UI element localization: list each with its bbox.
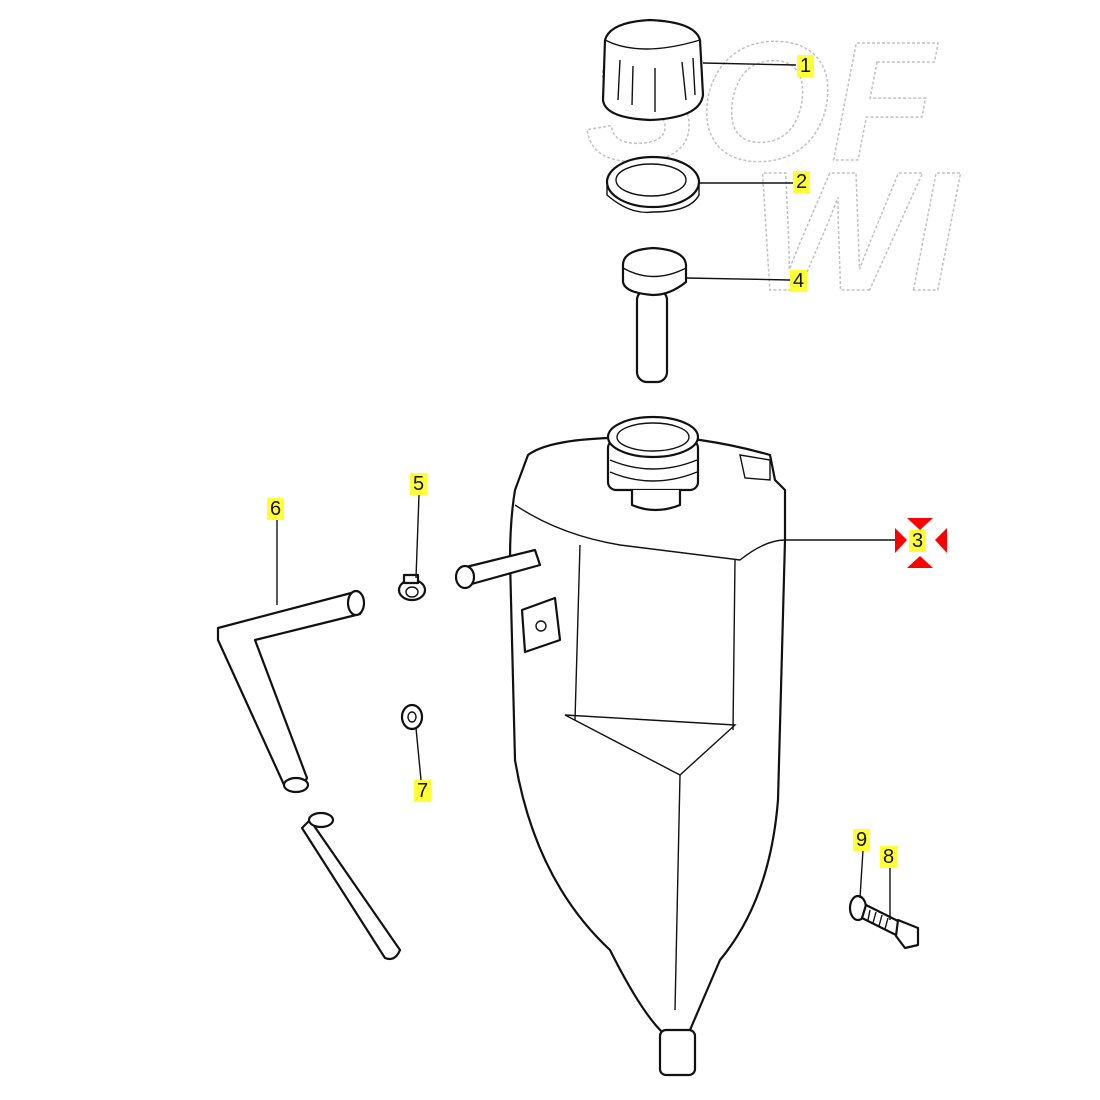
callout-9[interactable]: 9 xyxy=(853,829,871,851)
callout-8[interactable]: 8 xyxy=(880,846,898,868)
part-7-washer[interactable] xyxy=(400,703,424,731)
callout-7[interactable]: 7 xyxy=(414,780,432,802)
part-6-hose[interactable] xyxy=(216,589,402,961)
part-1-cap[interactable] xyxy=(601,18,705,122)
part-5-hose-clamp[interactable] xyxy=(397,573,427,602)
leader-lines xyxy=(276,62,898,920)
callout-1[interactable]: 1 xyxy=(797,55,815,77)
part-4-filter-plug[interactable] xyxy=(621,246,688,384)
callout-4[interactable]: 4 xyxy=(790,270,808,292)
part-3-expansion-tank[interactable] xyxy=(454,415,787,1077)
callout-3[interactable]: 3 xyxy=(909,530,927,552)
callout-5[interactable]: 5 xyxy=(410,473,428,495)
part-2-seal-ring[interactable] xyxy=(605,155,701,214)
selected-part-marker xyxy=(895,518,947,568)
callout-2[interactable]: 2 xyxy=(793,171,811,193)
svg-text:WI: WI xyxy=(750,137,961,327)
callout-6[interactable]: 6 xyxy=(267,498,285,520)
part-8-bolt[interactable] xyxy=(860,903,920,950)
